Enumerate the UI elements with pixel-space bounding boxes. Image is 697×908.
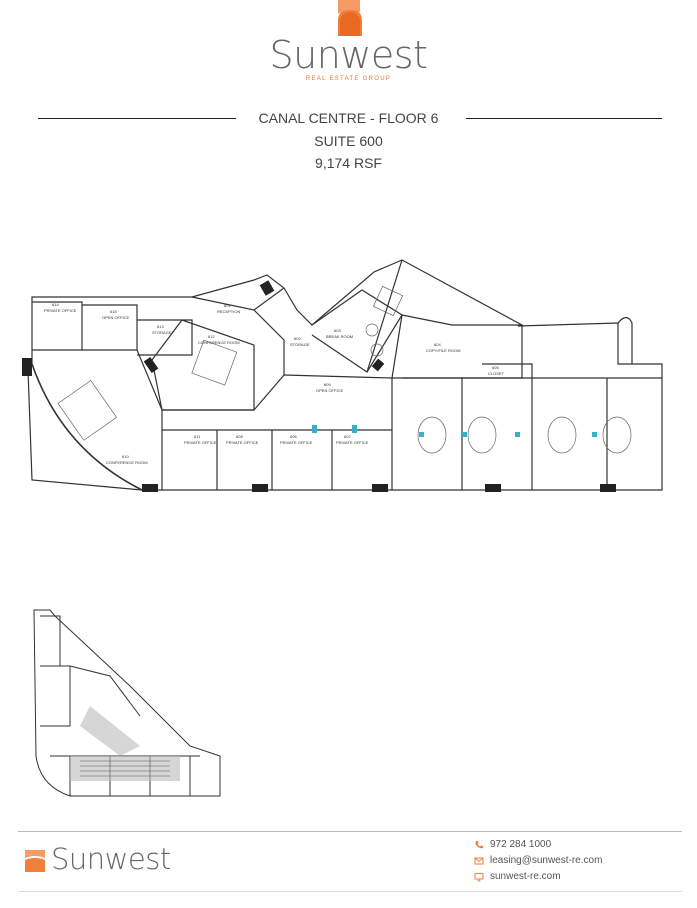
contact-website[interactable]: sunwest-re.com — [474, 871, 561, 882]
svg-text:612: 612 — [208, 334, 215, 339]
building-floor-title: CANAL CENTRE - FLOOR 6 — [258, 110, 439, 126]
svg-text:606: 606 — [290, 434, 297, 439]
sunwest-footer-logo-mark — [25, 850, 45, 872]
website-url[interactable]: sunwest-re.com — [490, 871, 561, 882]
svg-text:602: 602 — [294, 336, 301, 341]
email-address[interactable]: leasing@sunwest-re.com — [490, 855, 603, 866]
footer-brand-name: Sunwest — [51, 842, 171, 876]
title-rule-right — [466, 118, 662, 119]
rsf-title: 9,174 RSF — [315, 155, 382, 171]
svg-text:611: 611 — [194, 434, 201, 439]
room-label-614: 614 — [52, 302, 59, 307]
svg-text:CONFERENCE ROOM: CONFERENCE ROOM — [198, 340, 240, 345]
svg-text:603: 603 — [334, 328, 341, 333]
svg-text:CONFERENCE ROOM: CONFERENCE ROOM — [106, 460, 148, 465]
phone-number[interactable]: 972 284 1000 — [490, 839, 552, 850]
svg-text:RECEPTION: RECEPTION — [217, 309, 240, 314]
svg-text:OPEN OFFICE: OPEN OFFICE — [102, 315, 129, 320]
svg-text:COPY/FILE ROOM: COPY/FILE ROOM — [426, 348, 460, 353]
svg-text:PRIVATE OFFICE: PRIVATE OFFICE — [336, 440, 369, 445]
svg-text:601: 601 — [224, 303, 231, 308]
footer-rule — [18, 831, 682, 832]
svg-text:608: 608 — [236, 434, 243, 439]
svg-text:605: 605 — [492, 365, 499, 370]
svg-text:607: 607 — [344, 434, 351, 439]
svg-text:613: 613 — [157, 324, 164, 329]
monitor-icon — [474, 872, 484, 881]
phone-icon — [475, 840, 483, 848]
svg-text:609: 609 — [324, 382, 331, 387]
brand-tagline: REAL ESTATE GROUP — [305, 76, 392, 82]
svg-text:BREAK ROOM: BREAK ROOM — [326, 334, 353, 339]
contact-phone[interactable]: 972 284 1000 — [474, 839, 551, 850]
svg-text:PRIVATE OFFICE: PRIVATE OFFICE — [184, 440, 217, 445]
svg-text:615: 615 — [110, 309, 117, 314]
building-key-plan — [33, 609, 221, 797]
svg-text:PRIVATE OFFICE: PRIVATE OFFICE — [280, 440, 313, 445]
svg-text:STORAGE: STORAGE — [152, 330, 172, 335]
mail-icon — [474, 857, 484, 864]
svg-text:PRIVATE OFFICE: PRIVATE OFFICE — [226, 440, 259, 445]
svg-text:604: 604 — [434, 342, 441, 347]
sunwest-logo-mark — [338, 0, 362, 36]
brand-name: Sunwest — [269, 33, 428, 77]
footer-bottom-rule — [18, 891, 682, 892]
contact-email[interactable]: leasing@sunwest-re.com — [474, 855, 602, 866]
svg-text:CLOSET: CLOSET — [488, 371, 505, 376]
floor-plan: 614 PRIVATE OFFICE 615 OPEN OFFICE 613 S… — [22, 259, 663, 492]
suite-title: SUITE 600 — [314, 133, 383, 149]
title-rule-left — [38, 118, 236, 119]
svg-text:STORAGE: STORAGE — [290, 342, 310, 347]
svg-text:OPEN OFFICE: OPEN OFFICE — [316, 388, 343, 393]
svg-text:610: 610 — [122, 454, 129, 459]
room-label-614-name: PRIVATE OFFICE — [44, 308, 77, 313]
